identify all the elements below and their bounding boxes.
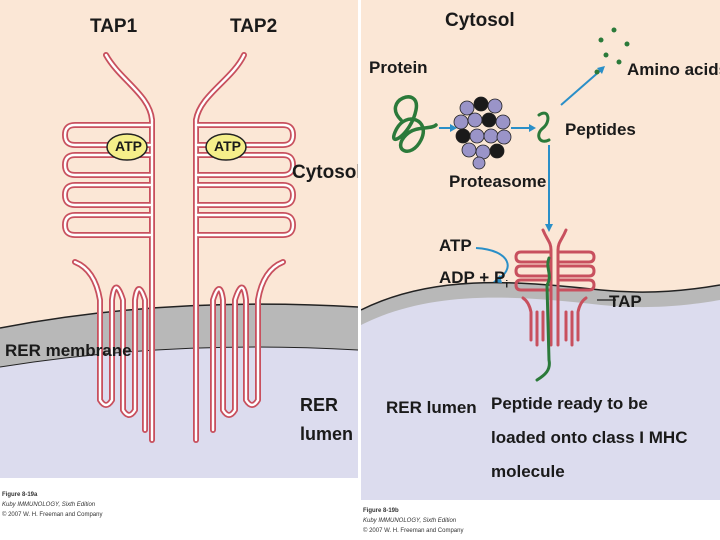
rer-lumen-label-2: lumen — [300, 424, 354, 444]
atp-oval-left — [106, 133, 148, 161]
peptide-ready-line-2: loaded onto class I MHC — [491, 428, 688, 447]
rer-lumen-region — [0, 344, 358, 478]
atp-label-b: ATP — [439, 236, 472, 255]
amino-acids-label: Amino acids — [627, 60, 720, 79]
rer-lumen-label-b: RER lumen — [386, 398, 477, 417]
proteasome-to-peptides-arrow — [511, 124, 536, 132]
panel-b-peptide-transport: Cytosol Protein Amino acids Peptides Pro… — [361, 0, 720, 540]
panel-a-diagram — [0, 0, 358, 540]
tap2-label: TAP2 — [230, 16, 278, 37]
caption-area — [361, 500, 720, 540]
peptide-through-tap — [535, 256, 551, 382]
panel-b-diagram — [361, 0, 720, 540]
caption-copyright-a: © 2007 W. H. Freeman and Company — [2, 512, 103, 518]
protein-squiggle — [392, 95, 438, 153]
atp-oval-right — [205, 133, 247, 161]
atp-left-label: ATP — [115, 138, 142, 154]
rer-membrane-band — [361, 282, 720, 325]
proteasome — [453, 96, 512, 170]
peptide-ready-line-3: molecule — [491, 462, 565, 481]
amino-acid-dots — [594, 27, 630, 75]
rer-lumen-label-1: RER — [300, 395, 339, 415]
tap-label: TAP — [609, 292, 642, 311]
adp-pi-text: ADP + P — [439, 268, 506, 287]
tap1-label: TAP1 — [90, 16, 138, 37]
caption-area — [0, 478, 358, 540]
peptides-squiggle — [537, 111, 551, 143]
caption-copyright-b: © 2007 W. H. Freeman and Company — [363, 528, 464, 534]
protein-to-proteasome-arrow — [439, 124, 457, 132]
peptides-label: Peptides — [565, 120, 636, 139]
tap-transporter — [514, 228, 596, 347]
rer-membrane-label: RER membrane — [5, 341, 132, 360]
peptides-to-tap-arrow — [545, 145, 553, 232]
rer-lumen-region — [361, 292, 720, 500]
proteasome-label: Proteasome — [449, 172, 547, 191]
cytosol-label-b: Cytosol — [445, 10, 515, 31]
cytosol-label: Cytosol — [292, 162, 358, 183]
caption-book-a: Kuby IMMUNOLOGY, Sixth Edition — [2, 502, 96, 508]
rer-membrane-band — [0, 304, 358, 367]
protein-label: Protein — [369, 58, 428, 77]
caption-figure-a: Figure 8-19a — [2, 492, 38, 498]
atp-to-adp-arrow — [475, 247, 509, 283]
pi-subscript: i — [505, 279, 509, 291]
atp-right-label: ATP — [214, 138, 241, 154]
caption-book-b: Kuby IMMUNOLOGY, Sixth Edition — [363, 518, 457, 524]
peptide-ready-line-1: Peptide ready to be — [491, 394, 648, 413]
panel-a-tap-structure: TAP1 TAP2 ATP ATP Cytosol RER membrane R… — [0, 0, 358, 540]
adp-pi-label: ADP + Pi — [439, 268, 508, 290]
caption-figure-b: Figure 8-19b — [363, 508, 399, 514]
peptides-to-amino-acids-arrow — [560, 66, 605, 106]
